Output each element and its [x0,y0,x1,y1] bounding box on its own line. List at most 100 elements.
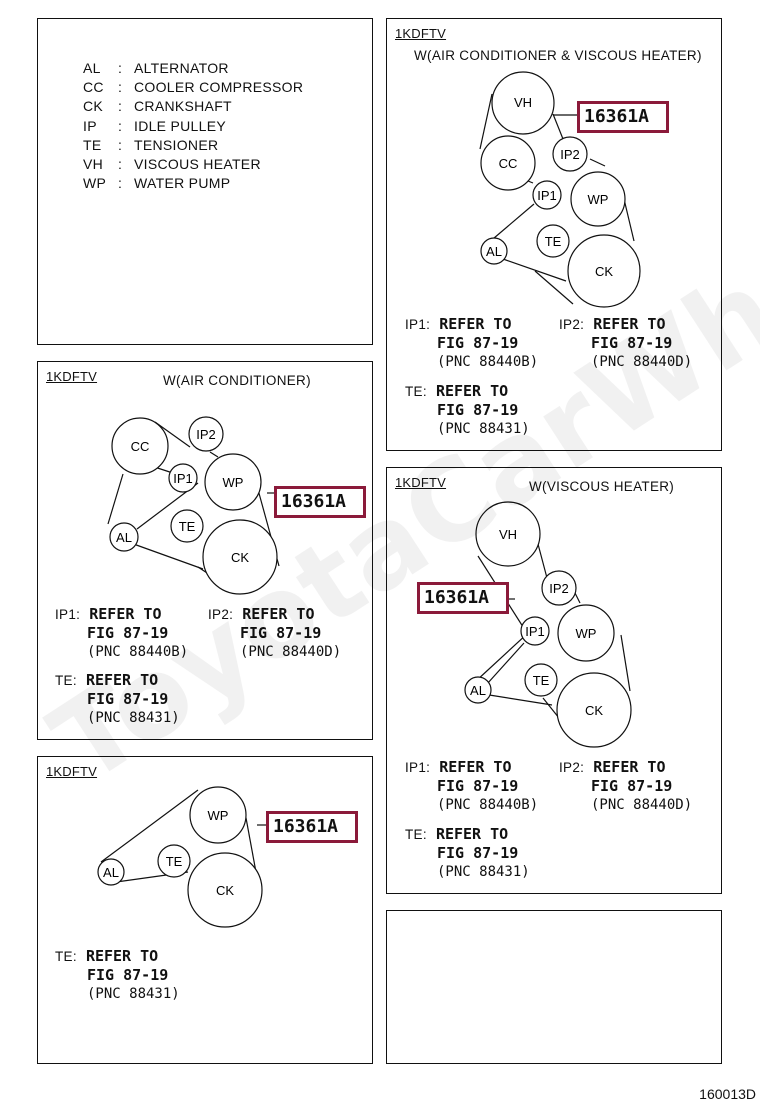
pnc-number: (PNC 88440D) [591,797,693,813]
pulley-ip2 [552,136,588,172]
ref-label: IP1: [55,607,81,622]
fig-reference[interactable]: FIG 87-19 [591,777,673,795]
pulley-wp [204,453,262,511]
label-ck: CK [585,703,603,718]
label-te: TE [545,234,562,249]
legend-separator: : [118,156,123,172]
engine-code: 1KDFTV [46,369,98,384]
pulley-wp [557,604,615,662]
label-ip2: IP2 [549,581,569,596]
ref-label: IP1: [405,317,431,332]
legend-name: ALTERNATOR [134,60,229,76]
pulley-vh [475,501,541,567]
refer-to-text: REFER TO [439,315,512,333]
pulley-ip2 [541,570,577,606]
fig-reference[interactable]: FIG 87-19 [87,624,169,642]
pnc-number: (PNC 88440B) [437,797,539,813]
fig-reference[interactable]: FIG 87-19 [591,334,673,352]
legend-name: CRANKSHAFT [134,98,232,115]
legend-separator: : [118,79,123,96]
label-ip2: IP2 [560,147,580,162]
panel-caption: W(AIR CONDITIONER & VISCOUS HEATER) [414,48,702,63]
label-cc: CC [131,439,150,454]
pulley-cc [480,135,536,191]
legend-abbr: VH [83,156,104,172]
ref-label: TE: [405,384,427,399]
pulley-al [97,858,125,886]
pulley-ck [567,234,641,308]
pnc-number: (PNC 88440D) [240,644,342,660]
part-number-16361a[interactable]: 16361A [577,101,669,133]
ref-line-2: FIG 87-19 [405,844,530,863]
legend-abbr: CK [83,98,104,115]
label-ck: CK [216,883,234,898]
label-ip2: IP2 [196,427,216,442]
ref-line-1: IP2: REFER TO [559,315,692,334]
pnc-number: (PNC 88431) [87,710,180,726]
fig-reference[interactable]: FIG 87-19 [240,624,322,642]
ref-line-1: TE: REFER TO [405,382,530,401]
legend-separator: : [118,136,123,153]
label-al: AL [486,244,502,259]
pulley-te [170,509,204,543]
engine-code: 1KDFTV [46,764,98,779]
part-number-16361a[interactable]: 16361A [274,486,366,518]
panel-ac: 1KDFTV W(AIR CONDITIONER) CC IP2 WP [37,361,373,740]
legend-abbr: IP [83,117,97,134]
refer-to-text: REFER TO [435,382,509,400]
refer-to-text: REFER TO [242,605,315,623]
ref-line-1: TE: REFER TO [55,947,180,966]
ref-line-3: (PNC 88431) [55,985,180,1004]
pulley-al [109,522,139,552]
empty-panel [386,910,722,1064]
pulley-te [524,663,558,697]
legend-separator: : [118,60,123,76]
ref-line-1: IP1: REFER TO [405,758,538,777]
pulley-te [536,224,570,258]
ref-line-2: FIG 87-19 [405,334,538,353]
part-number-16361a[interactable]: 16361A [417,582,509,614]
engine-code: 1KDFTV [395,475,447,490]
part-number-16361a[interactable]: 16361A [266,811,358,843]
pulley-wp [189,786,247,844]
fig-reference[interactable]: FIG 87-19 [437,777,519,795]
label-ip1: IP1 [173,471,193,486]
pnc-number: (PNC 88440B) [437,354,539,370]
label-ip1: IP1 [537,188,557,203]
figure-code: 160013D [699,1086,756,1102]
refer-to-text: REFER TO [85,947,159,965]
legend-name: WATER PUMP [134,175,231,192]
refer-to-text: REFER TO [439,758,512,776]
ref-label: IP1: [405,760,431,775]
pnc-number: (PNC 88440B) [87,644,189,660]
label-te: TE [533,673,550,688]
label-vh: VH [514,95,532,110]
fig-reference[interactable]: FIG 87-19 [87,966,169,984]
ref-label: TE: [55,673,77,688]
label-ck: CK [595,264,613,279]
ref-line-2: FIG 87-19 [559,334,692,353]
panel-ac-vh: 1KDFTV W(AIR CONDITIONER & VISCOUS HEATE… [386,18,722,451]
fig-reference[interactable]: FIG 87-19 [437,334,519,352]
legend-name: TENSIONER [134,136,219,153]
fig-reference[interactable]: FIG 87-19 [437,401,519,419]
label-cc: CC [499,156,518,171]
pulley-ip1 [520,616,550,646]
pulley-ck [187,852,263,928]
pulley-al [480,237,508,265]
ref-line-3: (PNC 88431) [55,709,180,728]
legend-abbr: CC [83,79,104,96]
fig-reference[interactable]: FIG 87-19 [437,844,519,862]
label-te: TE [179,519,196,534]
ref-line-2: FIG 87-19 [405,401,530,420]
ref-label: TE: [405,827,427,842]
pulley-ip1 [168,463,198,493]
fig-reference[interactable]: FIG 87-19 [87,690,169,708]
